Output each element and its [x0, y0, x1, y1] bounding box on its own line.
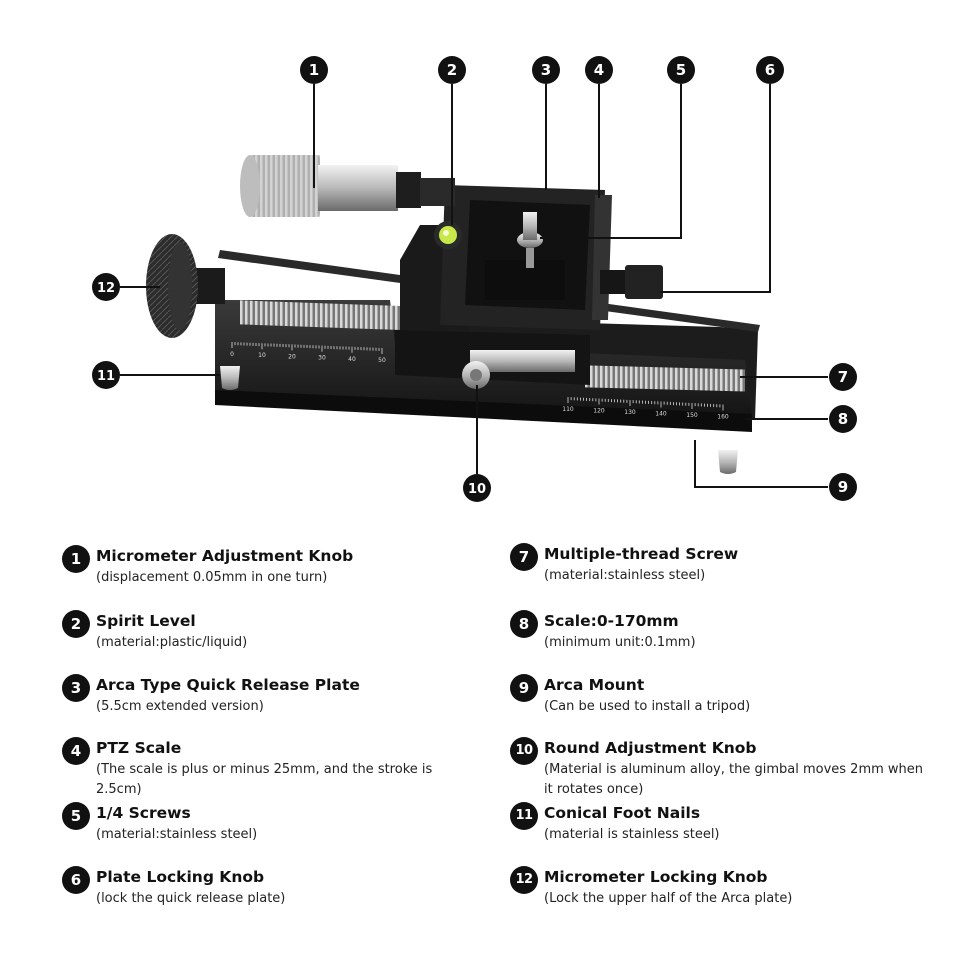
legend-description: (material:stainless steel) [544, 568, 706, 583]
leader-lines [120, 84, 828, 488]
legend-description: (5.5cm extended version) [96, 699, 264, 714]
callout-12: 12 [92, 273, 120, 301]
legend-description: (minimum unit:0.1mm) [544, 635, 696, 650]
callout-4: 4 [585, 56, 613, 84]
legend-number-badge: 3 [62, 674, 90, 702]
callout-8: 8 [829, 405, 857, 433]
callout-1: 1 [300, 56, 328, 84]
legend-description: (material:plastic/liquid) [96, 635, 248, 650]
callout-number: 6 [765, 61, 775, 79]
legend-title: Arca Type Quick Release Plate [96, 676, 360, 694]
scale-label: 120 [593, 408, 605, 415]
arca-quick-release-plate [485, 260, 565, 300]
legend-title: Round Adjustment Knob [544, 739, 757, 757]
legend-description: (Material is aluminum alloy, the gimbal … [544, 762, 924, 797]
scale-label: 150 [686, 412, 698, 419]
callout-6: 6 [756, 56, 784, 84]
legend-number-badge: 12 [510, 866, 538, 894]
legend-number-badge: 4 [62, 737, 90, 765]
callout-3: 3 [532, 56, 560, 84]
legend-number-badge: 8 [510, 610, 538, 638]
conical-foot-nail-left [220, 366, 240, 390]
callout-number: 10 [468, 482, 486, 497]
legend-number-badge: 9 [510, 674, 538, 702]
callout-9: 9 [829, 473, 857, 501]
legend-title: Multiple-thread Screw [544, 545, 739, 563]
legend-number-badge: 6 [62, 866, 90, 894]
callout-2: 2 [438, 56, 466, 84]
legend-number-badge: 5 [62, 802, 90, 830]
legend-title: Scale:0-170mm [544, 612, 679, 630]
legend-number-badge: 7 [510, 543, 538, 571]
legend-number-badge: 10 [510, 737, 538, 765]
callout-number: 2 [447, 61, 457, 79]
multiple-thread-screw [240, 300, 745, 392]
scale-label: 40 [348, 356, 356, 363]
legend-title: Micrometer Locking Knob [544, 868, 768, 886]
callout-10: 10 [463, 474, 491, 502]
callout-7: 7 [829, 363, 857, 391]
legend-title: Conical Foot Nails [544, 804, 701, 822]
micrometer-locking-knob [146, 234, 225, 338]
scale-label: 140 [655, 411, 667, 418]
micrometer-adjustment-knob [240, 155, 455, 217]
legend-title: PTZ Scale [96, 739, 182, 757]
callout-number: 8 [838, 410, 848, 428]
legend-description: (The scale is plus or minus 25mm, and th… [96, 762, 433, 797]
legend-number-badge: 2 [62, 610, 90, 638]
scale-label: 20 [288, 353, 296, 360]
scale-label: 30 [318, 355, 326, 362]
legend-title: Spirit Level [96, 612, 196, 630]
quarter-inch-screw [517, 212, 543, 268]
scale-label: 130 [624, 409, 636, 416]
callout-5: 5 [667, 56, 695, 84]
scale-label: 0 [230, 351, 234, 358]
legend-title: Plate Locking Knob [96, 868, 265, 886]
legend-description: (Can be used to install a tripod) [544, 699, 751, 714]
scale-label: 110 [562, 406, 574, 413]
legend-title: 1/4 Screws [96, 804, 191, 822]
callout-number: 1 [309, 61, 319, 79]
legend-description: (material is stainless steel) [544, 827, 720, 842]
callout-number: 5 [676, 61, 686, 79]
legend-description: (Lock the upper half of the Arca plate) [544, 891, 793, 906]
callout-number: 11 [97, 369, 115, 384]
callout-number: 4 [594, 61, 604, 79]
callout-number: 9 [838, 478, 848, 496]
spirit-level [434, 221, 462, 249]
scale-label: 160 [717, 414, 729, 421]
plate-locking-knob [600, 265, 663, 299]
scale-label: 10 [258, 352, 266, 359]
legend-number-badge: 1 [62, 545, 90, 573]
legend-description: (lock the quick release plate) [96, 891, 286, 906]
callout-number: 3 [541, 61, 551, 79]
callout-number: 7 [838, 368, 848, 386]
legend-number-badge: 11 [510, 802, 538, 830]
legend-title: Micrometer Adjustment Knob [96, 547, 354, 565]
legend-description: (displacement 0.05mm in one turn) [96, 570, 328, 585]
legend-title: Arca Mount [544, 676, 645, 694]
callout-number: 12 [97, 281, 115, 296]
conical-foot-nail-right [718, 450, 738, 474]
rail-scale: 0 10 20 30 40 50 110 120 130 140 150 160 [230, 342, 729, 421]
callout-11: 11 [92, 361, 120, 389]
legend-description: (material:stainless steel) [96, 827, 258, 842]
scale-label: 50 [378, 357, 386, 364]
round-adjustment-knob [462, 350, 575, 389]
